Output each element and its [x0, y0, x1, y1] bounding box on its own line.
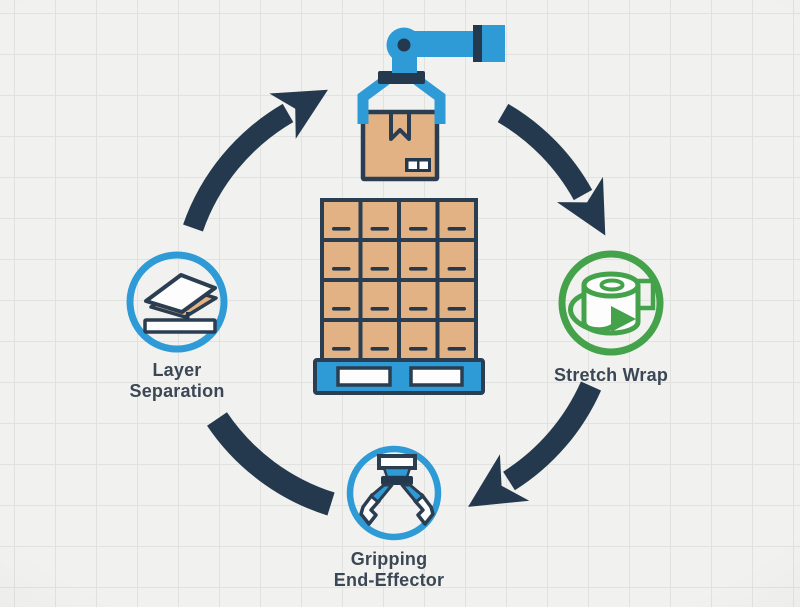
- pallet-box: [358, 238, 401, 282]
- pallet-box-slot: [447, 347, 466, 351]
- pallet-box-slot: [370, 267, 389, 271]
- pallet-box: [320, 198, 363, 242]
- layer-separation-badge: [126, 251, 228, 353]
- robot-arm-icon: [357, 25, 505, 182]
- pallet-box: [435, 278, 478, 322]
- pallet-box-slot: [332, 307, 351, 311]
- pallet-box-slot: [332, 267, 351, 271]
- pallet-fork-slot: [336, 366, 392, 387]
- gripper-badge: [346, 445, 442, 541]
- pallet-box-slot: [447, 307, 466, 311]
- arrow-robot-to-stretch-wrap: [497, 103, 606, 236]
- pallet-box: [397, 318, 440, 362]
- cycle-arrows: [183, 89, 606, 516]
- pallet-box-slot: [370, 347, 389, 351]
- layer-sheet-top: [144, 273, 217, 314]
- pallet-box: [358, 278, 401, 322]
- robot-joint-pin: [397, 38, 411, 52]
- box-label-square: [408, 161, 417, 169]
- pallet-box-slot: [409, 307, 428, 311]
- stretch-wrap-ring: [558, 250, 664, 356]
- wrap-roll-top: [581, 271, 641, 299]
- wrap-roll-core: [599, 278, 625, 292]
- stretch-wrap-label: Stretch Wrap: [554, 365, 668, 386]
- layer-separation-label: Layer Separation: [129, 360, 224, 401]
- pallet-box: [358, 198, 401, 242]
- pallet-box-slot: [409, 267, 428, 271]
- gripper-bracket: [413, 75, 446, 124]
- gripper-plate: [377, 454, 417, 470]
- pallet-box: [435, 198, 478, 242]
- robot-wrist-bar: [378, 71, 425, 84]
- pallet-box: [320, 318, 363, 362]
- pallet-box: [435, 238, 478, 282]
- pallet-box-slot: [409, 347, 428, 351]
- layer-separation-label-line2: Separation: [129, 380, 225, 401]
- pallet-box-slot: [409, 227, 428, 231]
- pallet-box: [397, 198, 440, 242]
- pallet-box: [320, 278, 363, 322]
- layer-base-slab: [143, 318, 217, 334]
- gripper-hub-bar: [381, 476, 413, 485]
- gripper-bracket: [357, 75, 390, 124]
- pallet-box: [397, 238, 440, 282]
- arrow-stretch-wrap-to-gripper: [468, 381, 602, 507]
- gripping-label-line1: Gripping: [350, 549, 428, 569]
- arrow-layer-separation-to-robot: [183, 89, 328, 232]
- robot-arm-joint-band: [473, 25, 482, 62]
- gripper-ring: [346, 445, 442, 541]
- box-flap-icon: [389, 114, 411, 141]
- gripper-arm-left: [369, 483, 394, 504]
- pallet-box-slot: [370, 307, 389, 311]
- stretch-wrap-badge: [558, 250, 664, 356]
- pallet-box: [397, 278, 440, 322]
- pallet-box-slot: [447, 227, 466, 231]
- pallet-box: [435, 318, 478, 362]
- wrap-rotation-arrow: [568, 291, 615, 333]
- stretch-wrap-label-line1: Stretch Wrap: [553, 365, 669, 385]
- gripper-arm-right: [400, 483, 425, 504]
- layer-separation-label-line1: Layer: [152, 360, 202, 380]
- pallet-box-slot: [332, 227, 351, 231]
- gripper-collar: [382, 466, 412, 479]
- arc-gripper-to-layer-separation: [207, 412, 335, 516]
- wrap-rotation-arrowhead: [611, 306, 636, 332]
- layer-separation-ring: [126, 251, 228, 353]
- box-label-square: [419, 161, 428, 169]
- pallet-box: [358, 318, 401, 362]
- pallet-box-slot: [332, 347, 351, 351]
- pallet-box: [320, 238, 363, 282]
- gripping-end-effector-label: Gripping End-Effector: [334, 549, 444, 590]
- pallet-box-slot: [370, 227, 389, 231]
- pallet-boxes: [320, 198, 478, 362]
- gripping-label-line2: End-Effector: [333, 569, 445, 590]
- pallet-fork-slot: [409, 366, 464, 387]
- layer-stem: [186, 312, 190, 321]
- pallet-box-slot: [447, 267, 466, 271]
- pallet-load-icon: [313, 198, 485, 395]
